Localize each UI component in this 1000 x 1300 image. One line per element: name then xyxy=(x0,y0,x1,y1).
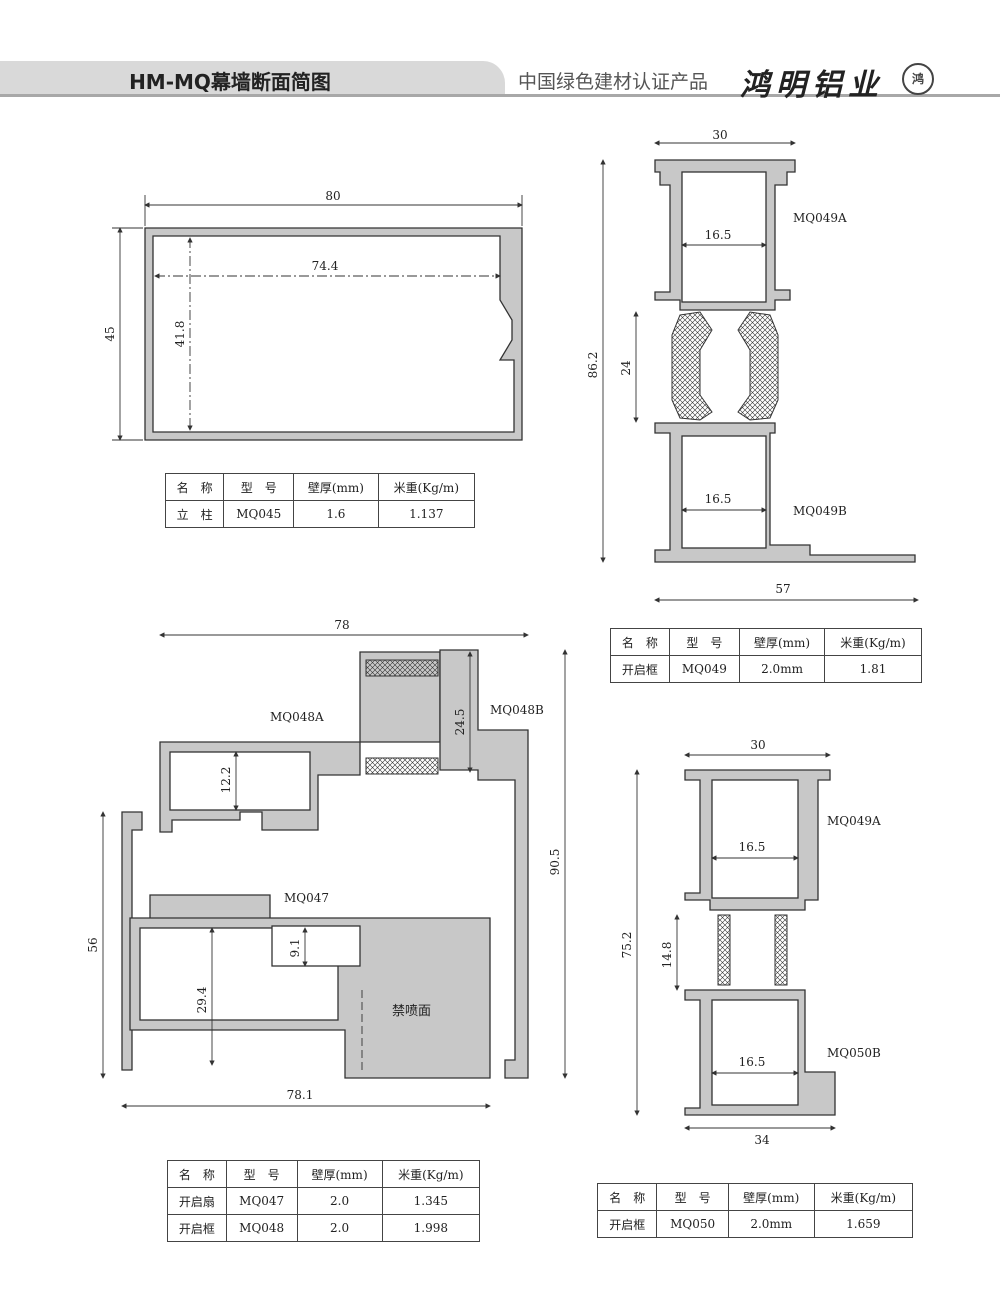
dim-56: 56 xyxy=(86,937,100,952)
dim-inner-width: 74.4 xyxy=(312,259,339,273)
table-cell: 1.345 xyxy=(381,1187,481,1215)
table-cell: 米重(Kg/m) xyxy=(381,1160,481,1188)
table-cell: 名 称 xyxy=(164,473,225,501)
table-cell: MQ050 xyxy=(656,1210,729,1238)
dim-inner-bottom: 16.5 xyxy=(705,492,732,506)
label-mq049a: MQ049A xyxy=(793,211,847,225)
table-cell: 壁厚(mm) xyxy=(727,1183,815,1211)
table-cell: 1.659 xyxy=(813,1210,914,1238)
table-cell: 开启框 xyxy=(610,655,670,683)
table-cell: 米重(Kg/m) xyxy=(823,628,923,656)
table-cell: 型 号 xyxy=(668,628,741,656)
brand-logo: 鸿明铝业 xyxy=(740,68,884,103)
table-cell: MQ048 xyxy=(225,1214,298,1242)
dim-bottom: 78.1 xyxy=(287,1088,314,1102)
dim-width: 80 xyxy=(325,189,340,203)
label-mq048a: MQ048A xyxy=(270,710,324,724)
table-cell: 型 号 xyxy=(656,1183,729,1211)
brand-seal-icon: 鸿 xyxy=(902,63,934,95)
table-cell: 开启框 xyxy=(167,1214,227,1242)
table-cell: 名 称 xyxy=(167,1160,227,1188)
label-mq047: MQ047 xyxy=(284,891,329,905)
table-cell: 米重(Kg/m) xyxy=(813,1183,914,1211)
dim-inner-bottom: 16.5 xyxy=(739,1055,766,1069)
label-mq049b: MQ049B xyxy=(793,504,847,518)
drawing-mq047-mq048: 78 24.5 12.2 90.5 56 9.1 29.4 78.1 MQ048… xyxy=(86,618,568,1109)
table-cell: 壁厚(mm) xyxy=(739,628,825,656)
dim-inner-height: 41.8 xyxy=(173,321,187,348)
dim-gap: 24 xyxy=(619,360,633,376)
table-cell: 型 号 xyxy=(225,1160,298,1188)
table-cell: 米重(Kg/m) xyxy=(377,473,476,501)
drawing-mq050: 30 16.5 16.5 75.2 14.8 34 MQ049A MQ050B xyxy=(620,738,881,1147)
dim-24-5: 24.5 xyxy=(453,709,467,736)
table-cell: 2.0 xyxy=(296,1214,383,1242)
table-cell: 1.6 xyxy=(293,500,379,528)
table-cell: MQ047 xyxy=(225,1187,298,1215)
label-no-spray-surface: 禁喷面 xyxy=(392,1004,431,1019)
dim-gap: 14.8 xyxy=(660,942,674,969)
dim-height: 75.2 xyxy=(620,932,634,959)
table-cell: 2.0 xyxy=(296,1187,383,1215)
dim-top: 78 xyxy=(334,618,349,632)
table-cell: 1.81 xyxy=(823,655,923,683)
dim-height: 86.2 xyxy=(586,352,600,379)
dim-bottom: 34 xyxy=(754,1133,770,1147)
label-mq049a: MQ049A xyxy=(827,814,881,828)
table-cell: 2.0mm xyxy=(727,1210,815,1238)
label-mq048b: MQ048B xyxy=(490,703,544,717)
table-cell: 壁厚(mm) xyxy=(293,473,379,501)
page-title: HM-MQ幕墙断面简图 xyxy=(129,70,331,94)
dim-top: 30 xyxy=(750,738,765,752)
dim-bottom: 57 xyxy=(775,582,790,596)
table-cell: MQ049 xyxy=(668,655,741,683)
table-cell: 2.0mm xyxy=(739,655,825,683)
dim-29-4: 29.4 xyxy=(195,986,209,1013)
drawing-mq049: 30 16.5 16.5 86.2 24 57 MQ049A MQ049B xyxy=(586,128,919,603)
table-cell: 1.137 xyxy=(377,500,476,528)
drawing-mq045: 80 45 74.4 41.8 xyxy=(103,189,523,441)
table-cell: 开启扇 xyxy=(167,1187,227,1215)
dim-inner-top: 16.5 xyxy=(705,228,732,242)
table-cell: MQ045 xyxy=(223,500,295,528)
header-slogan: 中国绿色建材认证产品 xyxy=(518,71,709,93)
table-cell: 1.998 xyxy=(381,1214,481,1242)
table-cell: 壁厚(mm) xyxy=(296,1160,383,1188)
header-divider xyxy=(0,94,1000,97)
table-cell: 开启框 xyxy=(596,1210,658,1238)
table-cell: 立 柱 xyxy=(164,500,225,528)
dim-12-2: 12.2 xyxy=(219,767,233,794)
label-mq050b: MQ050B xyxy=(827,1046,881,1060)
table-cell: 型 号 xyxy=(223,473,295,501)
dim-9-1: 9.1 xyxy=(288,938,302,957)
dim-90-5: 90.5 xyxy=(548,849,562,876)
table-cell: 名 称 xyxy=(596,1183,658,1211)
dim-top: 30 xyxy=(712,128,727,142)
dim-height: 45 xyxy=(103,326,117,341)
table-cell: 名 称 xyxy=(610,628,670,656)
dim-inner-top: 16.5 xyxy=(739,840,766,854)
header-tab xyxy=(0,61,505,94)
